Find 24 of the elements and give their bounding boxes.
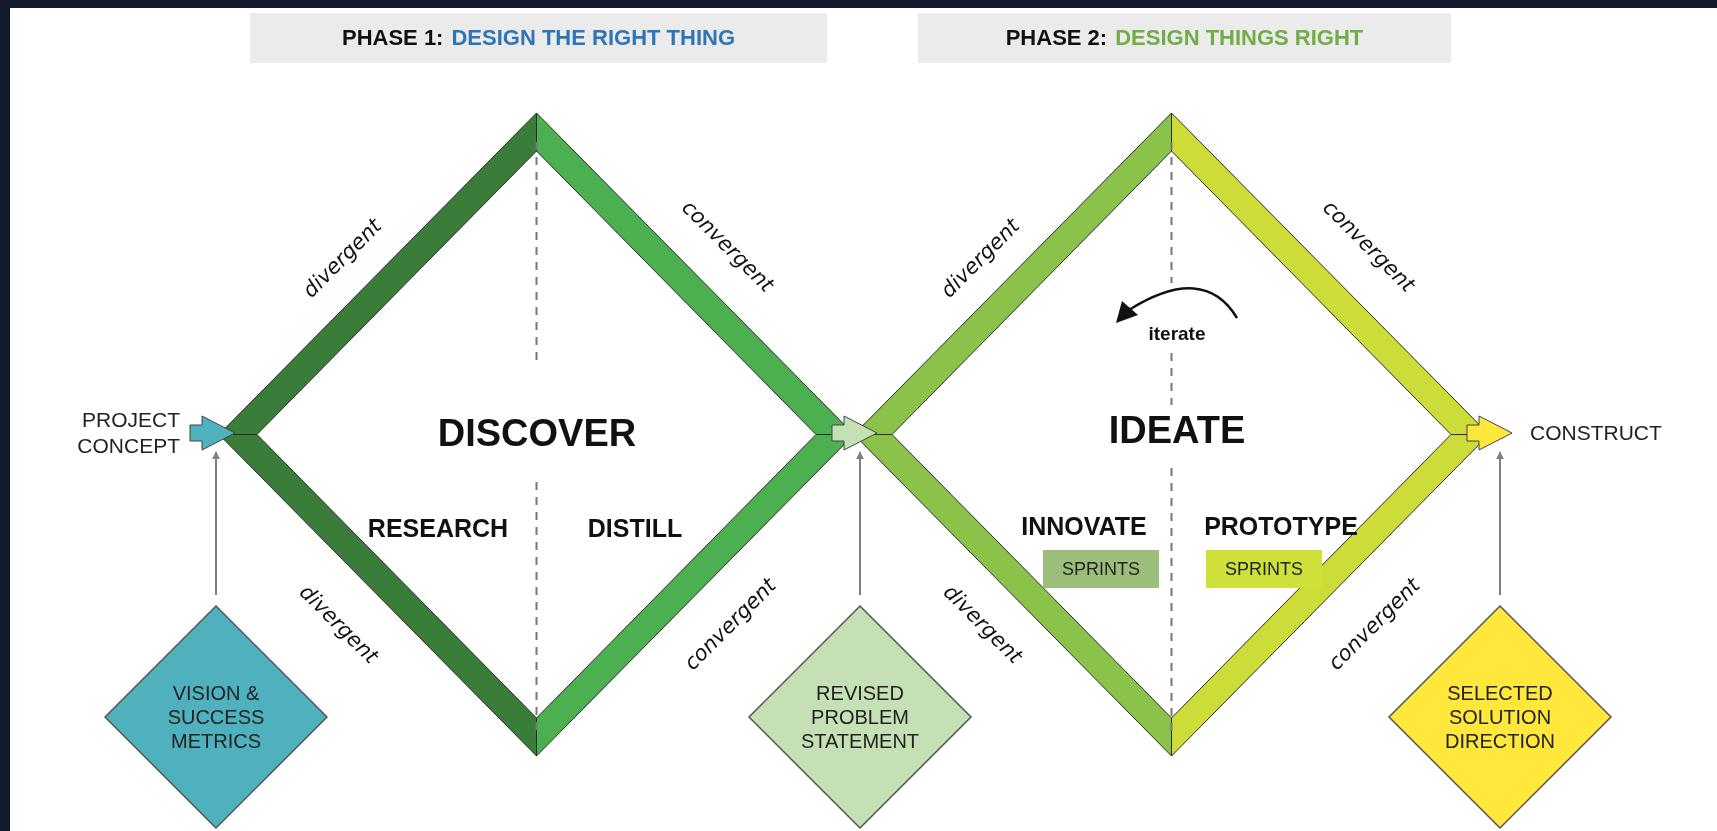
activity-label: PROTOTYPE [1204,511,1358,541]
phase-number: PHASE 2: [1005,25,1108,51]
arrow [856,451,864,596]
chevron-arrow [1467,416,1512,450]
stage-title: DISCOVER [437,411,637,455]
arrow [1496,451,1504,596]
phase-number: PHASE 1: [341,25,444,51]
sprint-tag: SPRINTS [1206,550,1322,588]
sprint-tag: SPRINTS [1043,550,1159,588]
cycle-label: iterate [1148,323,1206,345]
activity-label: RESEARCH [367,513,509,543]
deliverable-label: VISION & SUCCESS METRICS [166,681,266,753]
arrow [212,451,220,596]
deliverable-label: SELECTED SOLUTION DIRECTION [1444,681,1556,753]
chevron-arrow [832,416,877,450]
deliverable-label: REVISED PROBLEM STATEMENT [799,681,921,753]
phase-title: DESIGN THINGS RIGHT [1115,25,1364,51]
activity-label: DISTILL [587,513,683,543]
activity-label: INNOVATE [1021,511,1147,541]
stage-title: IDEATE [1108,408,1246,452]
stage-caption: CONSTRUCT [1530,419,1662,446]
stage-caption: PROJECT CONCEPT [76,406,180,459]
phase-title: DESIGN THE RIGHT THING [451,25,735,51]
chevron-arrow [190,416,235,450]
